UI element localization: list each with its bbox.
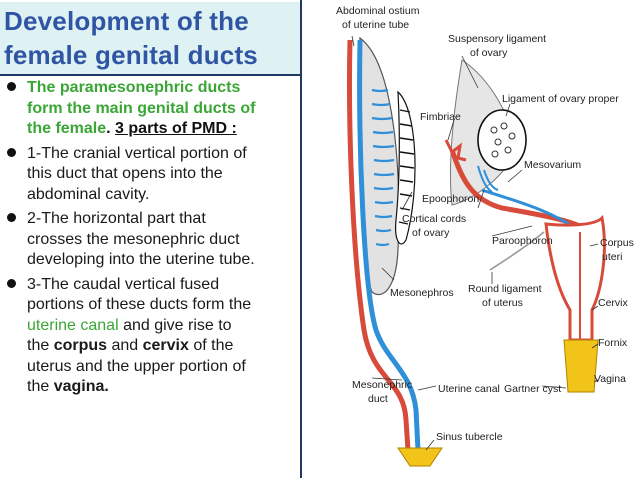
bullet-item-3: 2-The horizontal part that crosses the m… <box>0 209 300 271</box>
bullet-item-2: 1-The cranial vertical portion of this d… <box>0 144 300 206</box>
label-epoophoron: Epoophoron <box>422 193 479 205</box>
bullet-list: The paramesonephric ducts form the main … <box>0 78 300 398</box>
bullet-1-line-3c: 3 parts of PMD : <box>115 120 237 137</box>
bullet-4-line-4c: and <box>107 337 143 354</box>
label-cortical-2: of ovary <box>412 227 450 239</box>
label-abdominal-ostium-2: of uterine tube <box>342 19 409 31</box>
label-suspensory-1: Suspensory ligament <box>448 33 546 45</box>
epoophoron-shape <box>477 165 499 193</box>
bullet-1-line-2: form the main genital ducts of <box>27 99 256 117</box>
label-mesonephric-1: Mesonephric <box>352 379 412 391</box>
uterus-shape <box>544 214 606 342</box>
bullet-4-line-4d: cervix <box>142 337 189 354</box>
label-vagina: Vagina <box>594 373 626 385</box>
bullet-4-line-4b: corpus <box>53 337 108 354</box>
bullet-item-4: 3-The caudal vertical fused portions of … <box>0 275 300 398</box>
page-title-line-1: Development of the <box>4 6 249 36</box>
label-mesovarium: Mesovarium <box>524 159 581 171</box>
vagina-shape <box>563 339 599 393</box>
label-round-1: Round ligament <box>468 283 542 295</box>
bullet-4-line-6a: the <box>27 378 54 395</box>
title-band: Development of the female genital ducts <box>0 2 300 74</box>
anatomy-diagram: Abdominal ostium of uterine tube Suspens… <box>302 0 638 478</box>
label-paroophoron: Paroophoron <box>492 235 553 247</box>
bullet-4-line-3b: and give rise to <box>118 316 232 334</box>
mesonephric-duct-left <box>357 39 421 451</box>
label-corpus-1: Corpus <box>600 237 634 249</box>
bullet-1-line-3a: the female <box>27 120 107 137</box>
bullet-3-line-3: developing into the uterine tube. <box>27 251 255 268</box>
label-fornix: Fornix <box>598 337 628 349</box>
label-round-2: of uterus <box>482 297 523 309</box>
fimbriae-shape <box>444 139 467 162</box>
paramesonephric-duct-left <box>347 39 411 451</box>
label-corpus-2: uteri <box>602 251 622 263</box>
ovary-right <box>477 109 527 171</box>
bullet-dot-icon <box>7 147 16 157</box>
bullet-4-line-4a: the <box>27 337 54 354</box>
title-divider <box>0 74 302 76</box>
column-divider <box>300 0 302 478</box>
bullet-dot-icon <box>7 278 16 288</box>
label-cervix: Cervix <box>598 297 629 309</box>
bullet-4-line-5: uterus and the upper portion of <box>27 357 246 375</box>
bullet-2-line-2: this duct that opens into the <box>27 165 223 182</box>
label-mesonephros: Mesonephros <box>390 287 454 299</box>
bullet-1-line-1: The paramesonephric ducts <box>27 79 241 96</box>
bullet-4-line-3a: uterine canal <box>27 316 119 334</box>
bullet-3-line-2: crosses the mesonephric duct <box>27 230 240 248</box>
bullet-2-line-3: abdominal cavity. <box>27 185 150 203</box>
bullet-2-line-1: 1-The cranial vertical portion of <box>27 144 247 162</box>
bullet-4-line-1: 3-The caudal vertical fused <box>27 275 220 293</box>
bullet-dot-icon <box>7 213 16 222</box>
bullet-item-1: The paramesonephric ducts form the main … <box>0 78 300 140</box>
page-title-line-2: female genital ducts <box>4 40 258 70</box>
label-suspensory-2: of ovary <box>470 47 508 59</box>
label-uterine-canal: Uterine canal <box>438 383 500 395</box>
mesonephros-tubules <box>371 88 395 247</box>
bullet-4-line-2: portions of these ducts form the <box>27 296 252 313</box>
cortical-cords <box>398 109 415 225</box>
label-sinus: Sinus tubercle <box>436 431 503 443</box>
bullet-dot-icon <box>7 82 16 91</box>
ovary-follicles <box>490 122 516 158</box>
label-abdominal-ostium-1: Abdominal ostium <box>336 5 420 17</box>
ovary-cortex <box>395 90 416 245</box>
label-mesonephric-2: duct <box>368 393 388 405</box>
bullet-3-line-1: 2-The horizontal part that <box>27 210 206 227</box>
bullet-4-line-4e: of the <box>188 337 234 354</box>
label-cortical-1: Cortical cords <box>402 213 466 225</box>
label-gartner: Gartner cyst <box>504 383 561 395</box>
uterine-tube-right <box>449 149 594 235</box>
label-ligament-ovary: Ligament of ovary proper <box>502 93 619 105</box>
round-ligament <box>489 231 545 271</box>
bullet-4-line-6b: vagina. <box>53 378 109 395</box>
leader-lines <box>351 35 599 451</box>
label-fimbriae: Fimbriae <box>420 111 461 123</box>
bullet-1-line-3b: . <box>106 120 111 137</box>
